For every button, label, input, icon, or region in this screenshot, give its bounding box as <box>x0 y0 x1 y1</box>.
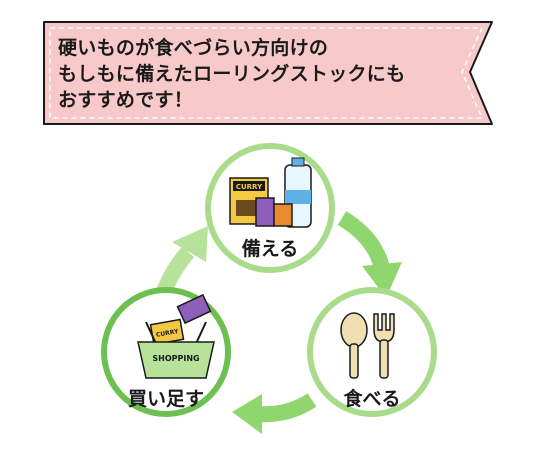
svg-text:SHOPPING: SHOPPING <box>152 354 199 363</box>
stockpile-food-water-icon: CURRY <box>229 157 312 228</box>
banner-line-1: 硬いものが食べづらい方向けの <box>58 37 329 59</box>
stage-label-eat: 食べる <box>343 388 401 410</box>
shopping-basket-icon: CURRY SHOPPING <box>137 293 215 379</box>
svg-text:CURRY: CURRY <box>236 183 263 191</box>
banner-line-2: もしもに備えたローリングストックにも <box>58 63 406 85</box>
arrow-prepare-to-eat <box>337 211 402 298</box>
svg-text:CURRY: CURRY <box>156 328 180 339</box>
spoon-fork-icon <box>340 312 395 379</box>
arrow-eat-to-restock <box>232 393 317 434</box>
stage-label-prepare: 備える <box>241 238 299 260</box>
stage-circle-eat <box>307 287 437 417</box>
banner-ribbon <box>43 21 493 125</box>
stage-label-restock: 買い足す <box>127 388 204 410</box>
banner-line-3: おすすめです！ <box>58 89 194 111</box>
banner-text: 硬いものが食べづらい方向けの もしもに備えたローリングストックにも おすすめです… <box>58 35 458 113</box>
